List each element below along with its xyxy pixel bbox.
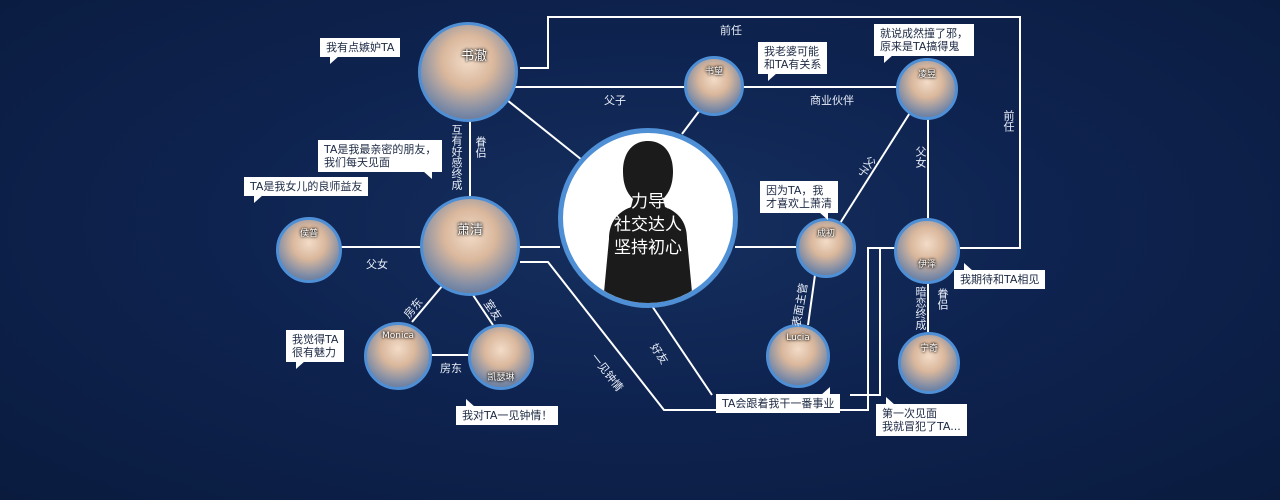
relation-qianren-top: 前任 bbox=[720, 24, 742, 37]
center-label: 魅力导师 社交达人 坚持初心 bbox=[563, 191, 733, 260]
name-lucia: Lucia bbox=[786, 332, 810, 343]
relation-fanv-right: 父女 bbox=[914, 146, 927, 168]
bubble-chengchu-line2: 才喜欢上萧清 bbox=[766, 197, 832, 210]
line-lucia-bracket bbox=[850, 248, 881, 396]
person-kaiselin[interactable]: 凯瑟琳 bbox=[468, 324, 534, 390]
bubble-shuwang-line1: 我老婆可能 bbox=[764, 45, 819, 58]
bubble-monica: 我觉得TA 很有魅力 bbox=[286, 330, 345, 369]
bubble-lucia-text: TA会跟着我干一番事业 bbox=[722, 397, 835, 410]
bubble-chengchu-line1: 因为TA，我 bbox=[766, 184, 824, 197]
bubble-monica-line2: 很有魅力 bbox=[292, 346, 336, 359]
relation-huyou: 互有好感终成 bbox=[450, 124, 463, 190]
name-ningqi: 宁奇 bbox=[919, 343, 938, 354]
relation-shangye: 商业伙伴 bbox=[810, 94, 854, 107]
line-lingyu-chengchu bbox=[836, 107, 914, 229]
bubble-monica-line1: 我觉得TA bbox=[292, 333, 339, 346]
bubble-ningqi-line1: 第一次见面 bbox=[882, 407, 937, 420]
person-lucia[interactable]: Lucia bbox=[766, 324, 830, 388]
relation-fuzi-top: 父子 bbox=[604, 94, 626, 107]
line-xiaoqing-monica bbox=[411, 284, 444, 323]
person-houpu[interactable]: 侯普 bbox=[276, 217, 342, 283]
bubble-lingyu: 就说成然撞了邪， 原来是TA搞得鬼 bbox=[874, 24, 974, 63]
name-shuche: 书澈 bbox=[461, 49, 488, 64]
name-xiaoqing: 萧清 bbox=[456, 223, 483, 238]
name-yizhe: 伊泽 bbox=[917, 260, 936, 270]
relation-juanlv-left: 眷侣 bbox=[474, 136, 487, 158]
relation-qianren-right: 前任 bbox=[1002, 110, 1015, 132]
center-line-1: 魅力导师 bbox=[614, 192, 682, 212]
bubble-shuche: 我有点嫉妒TA bbox=[320, 38, 401, 64]
bubble-shuwang-line2: 和TA有关系 bbox=[764, 58, 822, 71]
bubble-lingyu-line2: 原来是TA搞得鬼 bbox=[880, 40, 960, 53]
bubble-ningqi-line2: 我就冒犯了TA... bbox=[882, 420, 961, 433]
relation-fangdong-2: 房东 bbox=[440, 362, 462, 375]
bubble-xiaoqing: TA是我最亲密的朋友， 我们每天见面 bbox=[318, 140, 443, 179]
bubble-chengchu: 因为TA，我 才喜欢上萧清 bbox=[760, 181, 838, 220]
name-houpu: 侯普 bbox=[299, 229, 318, 239]
line-shuche-center bbox=[506, 99, 583, 161]
name-shuwang: 书望 bbox=[704, 67, 723, 78]
center-line-2: 社交达人 bbox=[614, 215, 682, 235]
person-xiaoqing[interactable]: 萧清 bbox=[420, 196, 520, 296]
line-shuwang-center bbox=[681, 109, 701, 135]
name-lingyu: 凌昱 bbox=[917, 69, 936, 80]
bubble-shuwang: 我老婆可能 和TA有关系 bbox=[758, 42, 828, 81]
name-chengchu: 成初 bbox=[816, 229, 835, 240]
relation-anlian: 暗恋终成 bbox=[914, 286, 927, 330]
bubble-houpu-text: TA是我女儿的良师益友 bbox=[250, 180, 363, 193]
line-chengchu-lucia bbox=[807, 274, 816, 326]
person-lingyu[interactable]: 凌昱 bbox=[896, 58, 958, 120]
line-xiaoqing-kaiselin bbox=[472, 294, 494, 326]
center-line-3: 坚持初心 bbox=[614, 238, 682, 258]
relation-fanv-left: 父女 bbox=[366, 258, 388, 271]
bubble-houpu: TA是我女儿的良师益友 bbox=[244, 177, 369, 203]
person-ningqi[interactable]: 宁奇 bbox=[898, 332, 960, 394]
center-node[interactable]: 魅力导师 社交达人 坚持初心 bbox=[558, 128, 738, 308]
bubble-yizhe: 我期待和TA相见 bbox=[954, 263, 1046, 289]
person-shuwang[interactable]: 书望 bbox=[684, 56, 744, 116]
line-shuche-yizhe-ex bbox=[520, 16, 1021, 249]
person-monica[interactable]: Monica bbox=[364, 322, 432, 390]
bubble-lucia: TA会跟着我干一番事业 bbox=[716, 387, 841, 413]
name-monica: Monica bbox=[382, 331, 414, 342]
bubble-xiaoqing-line1: TA是我最亲密的朋友， bbox=[324, 143, 437, 156]
bubble-lingyu-line1: 就说成然撞了邪， bbox=[880, 27, 968, 40]
relation-juanlv-right: 眷侣 bbox=[936, 288, 949, 310]
person-chengchu[interactable]: 成初 bbox=[796, 218, 856, 278]
bubble-kaiselin: 我对TA一见钟情！ bbox=[456, 399, 559, 425]
line-center-lucia bbox=[647, 299, 713, 396]
name-kaiselin: 凯瑟琳 bbox=[487, 373, 515, 384]
silhouette-icon bbox=[603, 141, 693, 303]
bubble-ningqi: 第一次见面 我就冒犯了TA... bbox=[876, 397, 967, 436]
bubble-kaiselin-text: 我对TA一见钟情！ bbox=[462, 409, 553, 422]
bubble-yizhe-text: 我期待和TA相见 bbox=[960, 273, 1040, 286]
person-shuche[interactable]: 书澈 bbox=[418, 22, 518, 122]
person-yizhe[interactable]: 伊泽 bbox=[894, 218, 960, 284]
bubble-xiaoqing-line2: 我们每天见面 bbox=[324, 156, 390, 169]
bubble-shuche-text: 我有点嫉妒TA bbox=[326, 41, 395, 54]
